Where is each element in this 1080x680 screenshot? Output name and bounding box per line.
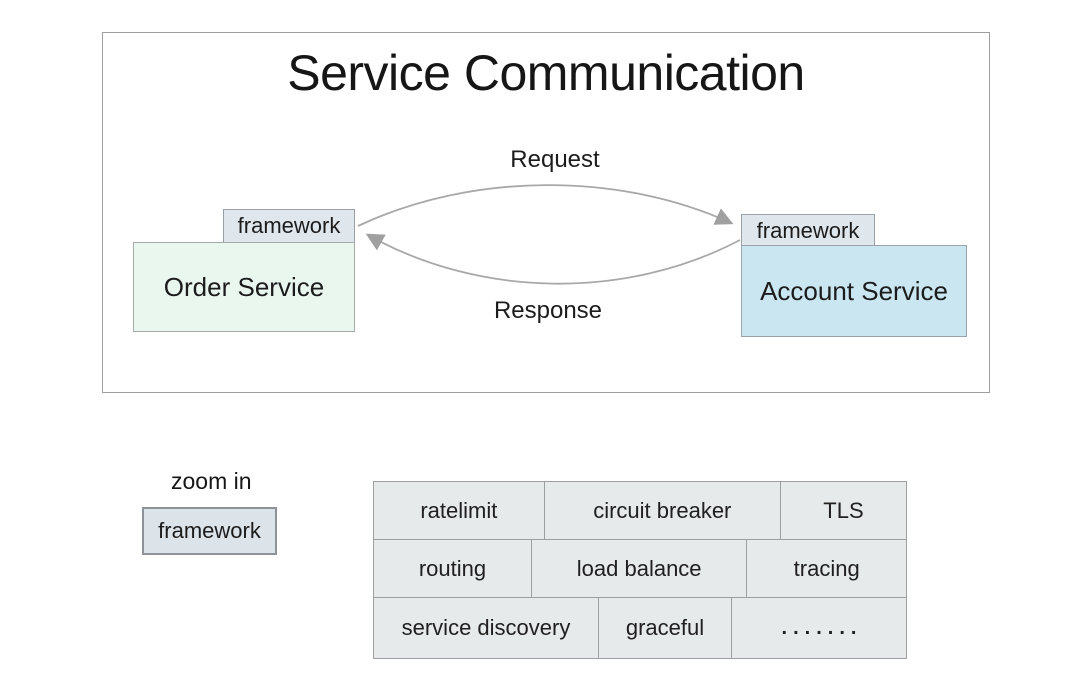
response-label: Response [493,297,603,324]
grid-cell-ellipsis: ....... [730,598,906,658]
account-service-framework-tab: framework [741,214,875,248]
account-service-box: Account Service [741,245,967,337]
grid-cell-ratelimit: ratelimit [374,482,544,539]
grid-row-3: service discovery graceful ....... [374,597,906,658]
grid-cell-graceful: graceful [597,598,731,658]
grid-cell-tls: TLS [779,482,906,539]
order-service-box: Order Service [133,242,355,332]
grid-row-1: ratelimit circuit breaker TLS [374,482,906,539]
grid-cell-circuit-breaker: circuit breaker [543,482,780,539]
framework-tab-label: framework [237,213,341,238]
order-service-label: Order Service [163,271,325,302]
zoom-in-label: zoom in [171,468,252,494]
grid-cell-routing: routing [374,540,531,597]
request-label: Request [510,146,600,173]
grid-cell-tracing: tracing [746,540,906,597]
grid-row-2: routing load balance tracing [374,539,906,597]
diagram-title: Service Communication [287,45,805,101]
grid-cell-load-balance: load balance [530,540,747,597]
zoom-framework-box: framework [142,507,277,555]
framework-capabilities-grid: ratelimit circuit breaker TLS routing lo… [373,481,907,659]
order-service-framework-tab: framework [223,209,355,243]
framework-tab-label: framework [756,218,860,243]
grid-cell-service-discovery: service discovery [374,598,598,658]
zoom-framework-label: framework [158,518,261,543]
account-service-label: Account Service [760,275,948,306]
